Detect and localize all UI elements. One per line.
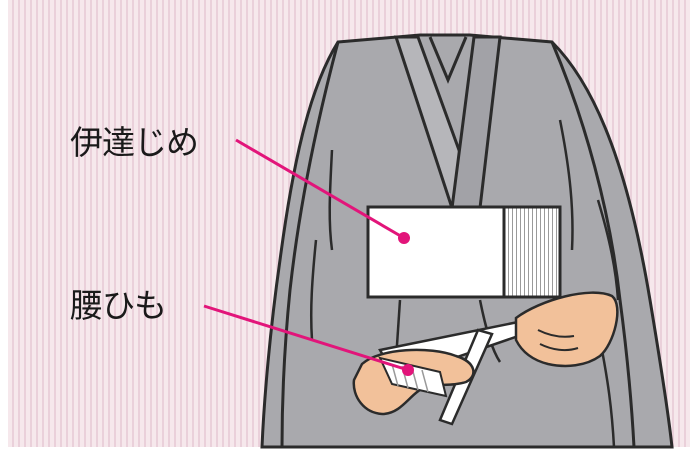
date-jime-band-woven-end — [504, 207, 560, 297]
white-frame-right — [690, 0, 698, 457]
koshi-himo-label: 腰ひも — [70, 289, 166, 322]
white-frame-left — [0, 0, 8, 457]
date-jime-label: 伊達じめ — [70, 126, 198, 159]
